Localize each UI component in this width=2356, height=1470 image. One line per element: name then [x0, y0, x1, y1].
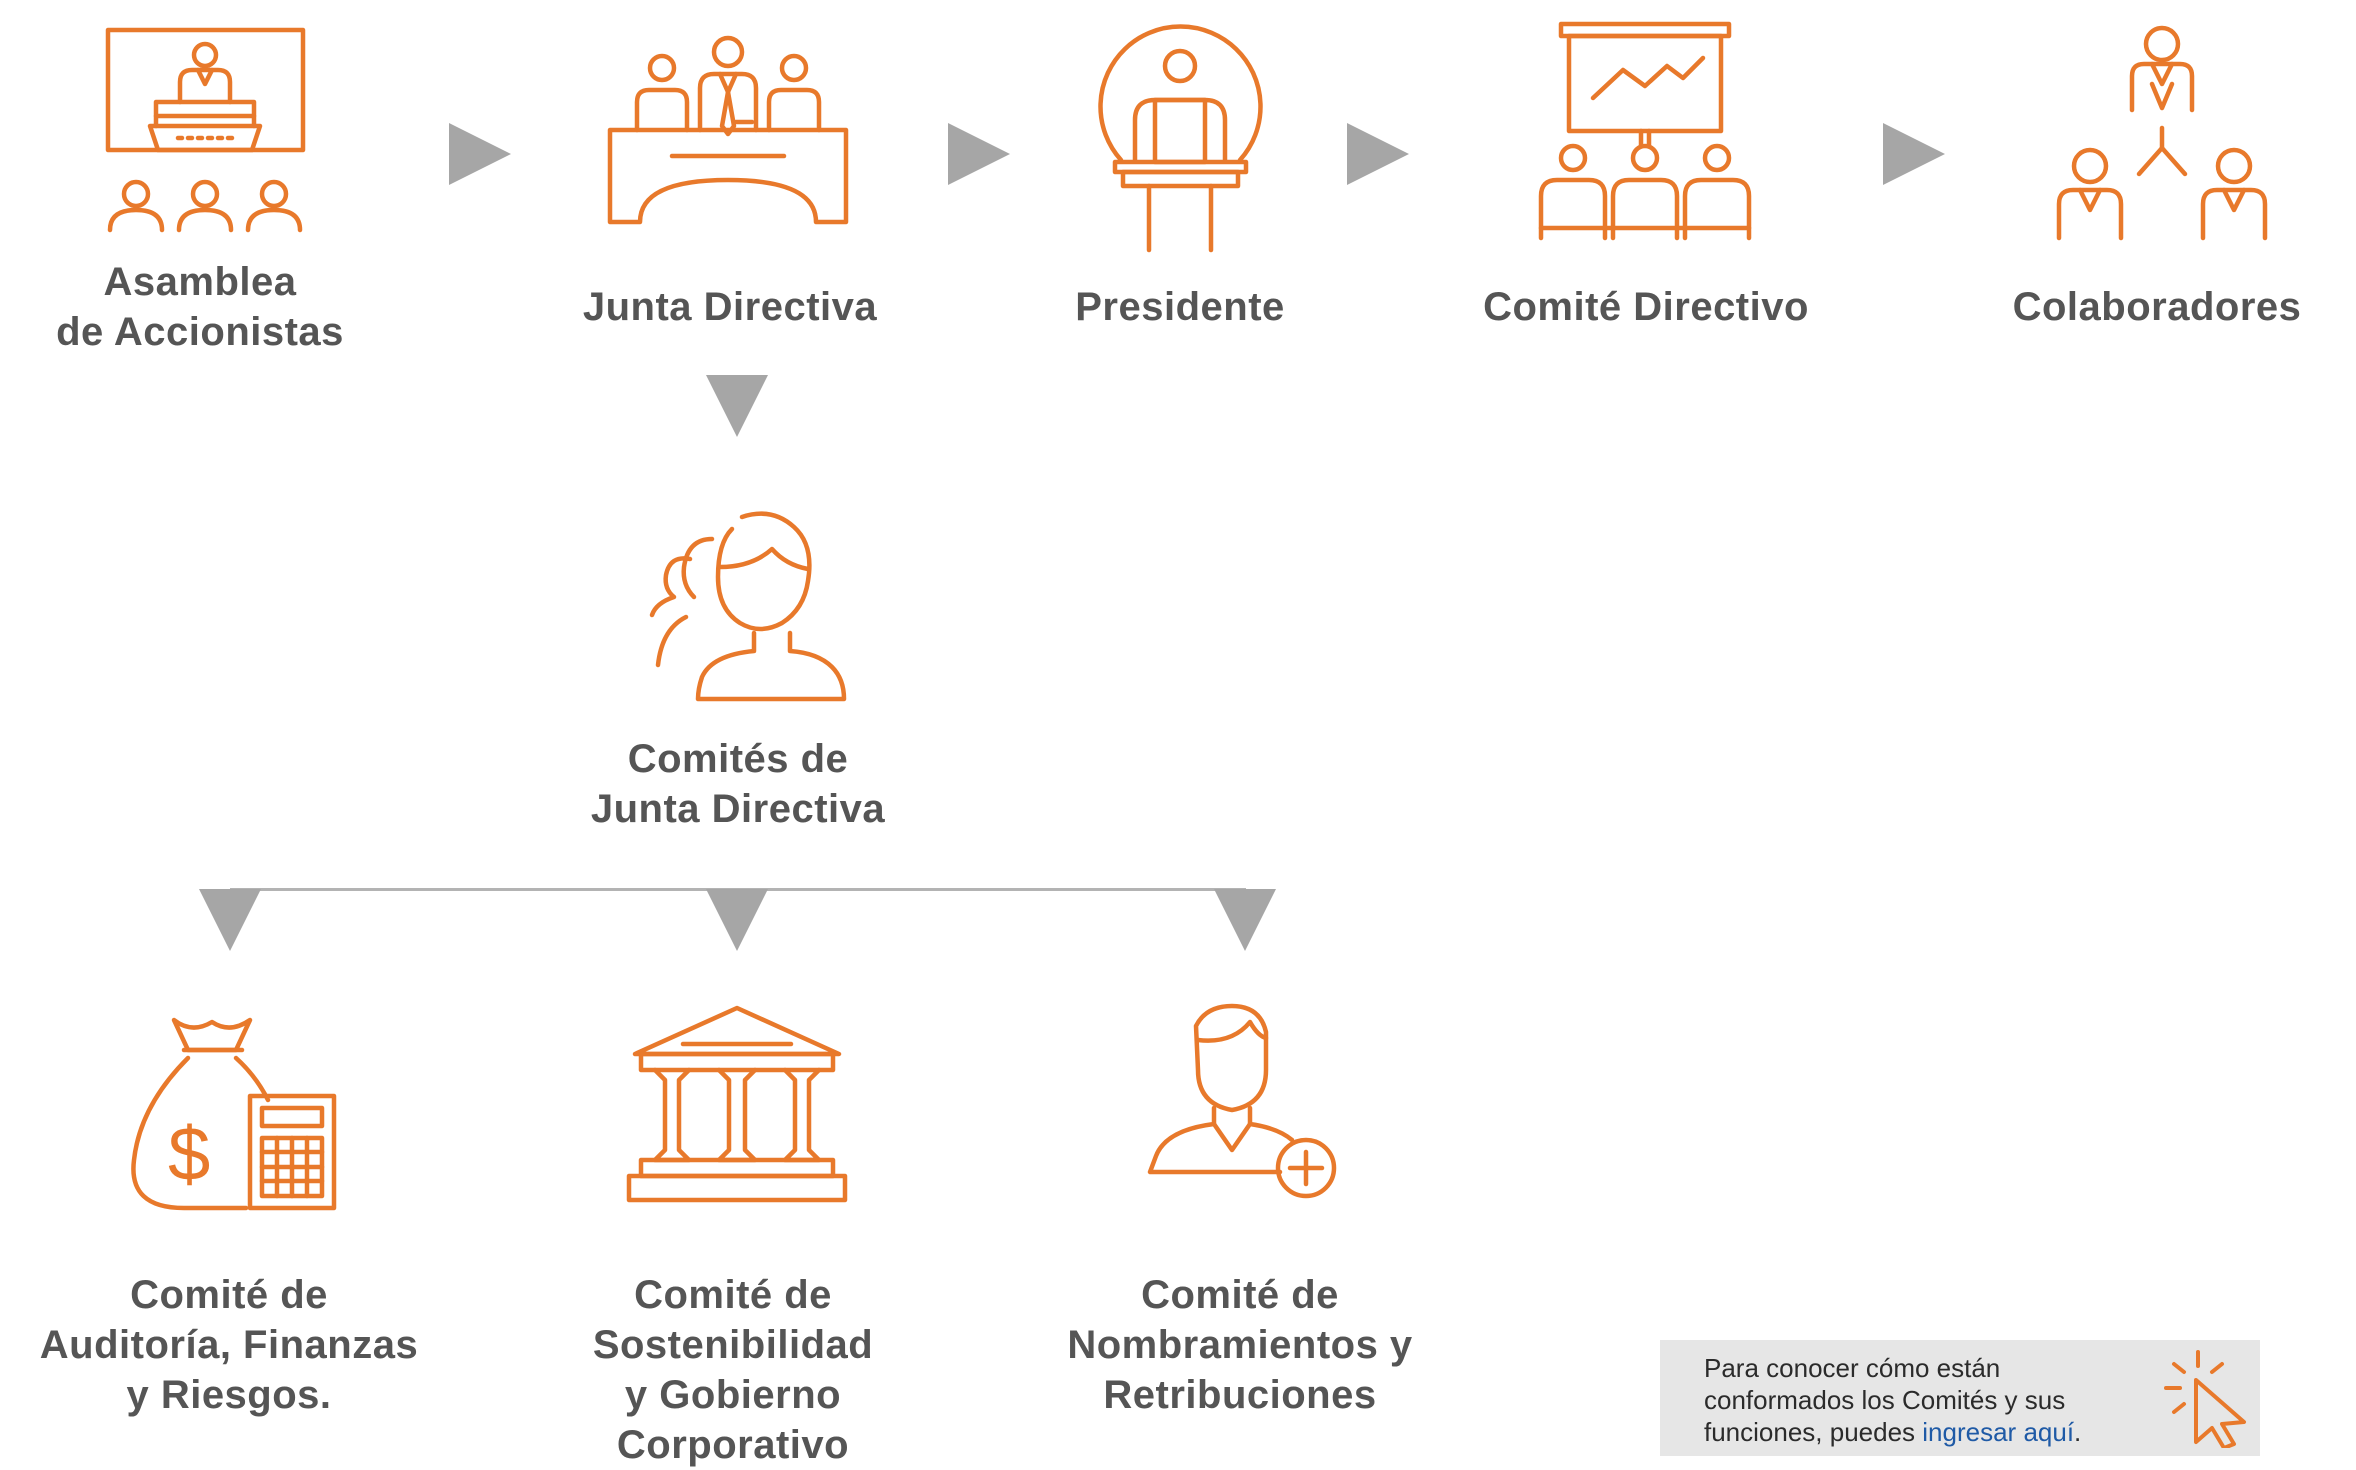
info-text-line-1: Para conocer cómo están — [1704, 1353, 2001, 1383]
committees-info-link[interactable]: ingresar aquí — [1922, 1417, 2075, 1447]
arrow-board-to-president — [948, 123, 1010, 185]
board-committees-label-line-1: Comités de — [627, 737, 849, 781]
sustainability-committee-label-line-4: Corporativo — [616, 1423, 850, 1467]
appointments-committee-label-line-1: Comité de — [1141, 1273, 1339, 1317]
sustainability-committee-label-line-2: Sostenibilidad — [592, 1323, 874, 1367]
collaborators-label-line-1: Colaboradores — [2012, 285, 2302, 329]
person-add-icon — [1140, 1000, 1350, 1205]
arrow-to-sustainability-committee — [706, 889, 768, 951]
arrow-board-to-board-committees — [706, 375, 768, 437]
arrow-committee-to-collaborators — [1883, 123, 1945, 185]
collaborators-label: Colaboradores — [2013, 282, 2302, 332]
president-icon — [1093, 10, 1268, 255]
info-text: Para conocer cómo están conformados los … — [1704, 1352, 2174, 1448]
audit-committee-label-line-1: Comité de — [130, 1273, 328, 1317]
arrow-president-to-committee — [1347, 123, 1409, 185]
assembly-icon — [98, 22, 313, 237]
appointments-committee-label-line-2: Nombramientos y — [1067, 1323, 1413, 1367]
team-hierarchy-icon — [2047, 18, 2277, 243]
president-label-line-1: Presidente — [1075, 285, 1285, 329]
audit-committee-label-line-2: Auditoría, Finanzas — [39, 1323, 419, 1367]
board-label-line-1: Junta Directiva — [582, 285, 878, 329]
executive-committee-label-line-1: Comité Directivo — [1483, 285, 1809, 329]
presentation-committee-icon — [1533, 18, 1761, 243]
arrow-assembly-to-board — [449, 123, 511, 185]
sustainability-committee-label-line-1: Comité de — [634, 1273, 832, 1317]
info-text-line-2: conformados los Comités y sus — [1704, 1385, 2066, 1415]
board-meeting-icon — [602, 30, 854, 230]
assembly-label: Asamblea de Accionistas — [56, 257, 344, 357]
board-label: Junta Directiva — [583, 282, 877, 332]
executive-committee-label: Comité Directivo — [1483, 282, 1809, 332]
info-text-line-3: funciones, puedes ingresar aquí. — [1704, 1416, 2174, 1448]
info-box: Para conocer cómo están conformados los … — [1660, 1340, 2260, 1456]
assembly-label-line-2: de Accionistas — [56, 310, 344, 354]
arrow-to-appointments-committee — [1214, 889, 1276, 951]
government-building-icon — [625, 1000, 850, 1210]
svg-text:$: $ — [168, 1112, 210, 1197]
assembly-label-line-1: Asamblea — [103, 260, 297, 304]
group-people-icon — [622, 505, 852, 705]
audit-committee-label-line-3: y Riesgos. — [126, 1373, 332, 1417]
appointments-committee-label-line-3: Retribuciones — [1103, 1373, 1377, 1417]
sustainability-committee-label: Comité de Sostenibilidad y Gobierno Corp… — [593, 1270, 873, 1470]
arrow-to-audit-committee — [199, 889, 261, 951]
board-committees-label-line-2: Junta Directiva — [590, 787, 886, 831]
info-text-line-3-suffix: . — [2074, 1417, 2082, 1447]
audit-committee-label: Comité de Auditoría, Finanzas y Riesgos. — [40, 1270, 418, 1420]
info-text-line-3-prefix: funciones, puedes — [1704, 1417, 1923, 1447]
president-label: Presidente — [1075, 282, 1285, 332]
board-committees-label: Comités de Junta Directiva — [591, 734, 885, 834]
appointments-committee-label: Comité de Nombramientos y Retribuciones — [1067, 1270, 1412, 1420]
cursor-click-icon[interactable] — [2160, 1348, 2260, 1450]
money-bag-calculator-icon: $ — [126, 1010, 341, 1215]
sustainability-committee-label-line-3: y Gobierno — [624, 1373, 842, 1417]
